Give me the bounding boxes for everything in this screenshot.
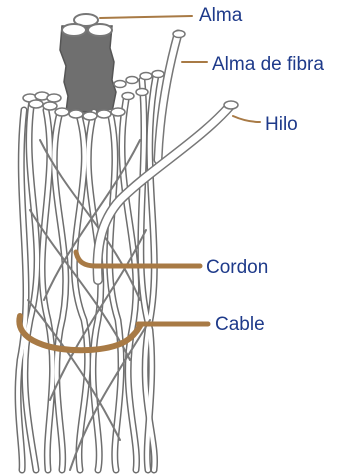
label-hilo: Hilo <box>265 115 298 135</box>
leader-alma <box>100 16 192 18</box>
label-alma: Alma <box>199 6 242 26</box>
core-alma <box>60 14 116 112</box>
label-alma-de-fibra: Alma de fibra <box>212 55 324 75</box>
fiber-core-wire <box>158 31 185 161</box>
core-top-wire <box>62 24 86 36</box>
core-top-wire <box>88 24 112 36</box>
rope-strands <box>18 75 156 470</box>
single-wire-hilo <box>98 101 238 280</box>
leader-hilo <box>233 116 260 122</box>
label-cordon: Cordon <box>206 258 268 278</box>
core-body <box>60 26 116 112</box>
label-cable: Cable <box>215 315 265 335</box>
